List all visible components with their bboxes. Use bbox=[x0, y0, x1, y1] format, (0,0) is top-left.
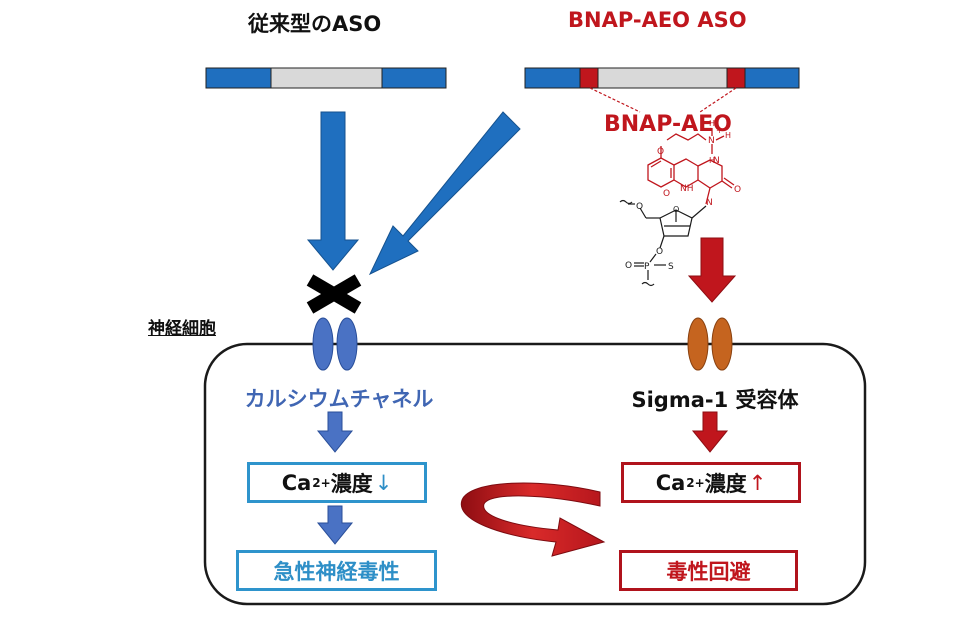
bnap-aeo-structure: O NH N N O O N + H H H O O O O P S bbox=[619, 119, 741, 287]
neuron-cell-body bbox=[203, 342, 867, 606]
block-x-mark bbox=[306, 274, 362, 314]
conventional-aso-strand bbox=[205, 67, 447, 89]
atom-ammonium-n: N bbox=[708, 136, 715, 146]
atom-h1: H bbox=[709, 119, 715, 128]
atom-o3prime: O bbox=[656, 247, 663, 257]
sigma1-receptor-icon bbox=[687, 317, 733, 371]
conventional-aso-title: 従来型のASO bbox=[248, 12, 382, 36]
atom-o-ring: O bbox=[663, 189, 670, 199]
bnap-callout-lines bbox=[589, 87, 737, 113]
atom-carbonyl-o: O bbox=[734, 185, 741, 195]
atom-s: S bbox=[668, 262, 674, 272]
ca-down-sup: 2+ bbox=[312, 475, 331, 490]
acute-neurotoxicity-box: 急性神経毒性 bbox=[236, 550, 437, 591]
atom-h2: H bbox=[725, 131, 731, 140]
up-arrow-icon: ↑ bbox=[748, 470, 767, 495]
sigma1-receptor-label: Sigma-1 受容体 bbox=[631, 388, 799, 412]
atom-sugar-o: O bbox=[673, 205, 679, 214]
blue-arrow-down bbox=[306, 111, 360, 271]
ca-up-sup: 2+ bbox=[686, 475, 705, 490]
atom-nh: NH bbox=[680, 184, 694, 194]
ca-up-text: Ca bbox=[655, 470, 686, 495]
atom-h3: H bbox=[709, 156, 715, 165]
bnap-aso-title: BNAP-AEO ASO bbox=[568, 8, 747, 32]
curved-red-arrow bbox=[460, 482, 606, 557]
toxicity-avoidance-box: 毒性回避 bbox=[619, 550, 798, 591]
neuron-label: 神経細胞 bbox=[148, 319, 216, 339]
blue-small-arrow-1 bbox=[316, 411, 354, 453]
blue-arrow-diagonal bbox=[368, 111, 521, 276]
atom-p: P bbox=[644, 262, 650, 272]
atom-ether-o: O bbox=[657, 147, 664, 157]
atom-o-double: O bbox=[625, 261, 632, 271]
ca-up-suffix: 濃度 bbox=[704, 471, 747, 496]
red-small-arrow bbox=[691, 411, 729, 453]
ca-down-suffix: 濃度 bbox=[330, 471, 373, 496]
atom-n-ring: N bbox=[706, 198, 713, 208]
bnap-aeo-label: BNAP-AEO bbox=[604, 112, 732, 137]
calcium-channel-icon bbox=[312, 317, 358, 371]
bnap-aso-strand bbox=[524, 67, 800, 89]
atom-n-ring-2: N bbox=[713, 156, 720, 166]
down-arrow-icon: ↓ bbox=[374, 470, 393, 495]
atom-o5prime: O bbox=[636, 202, 643, 212]
red-arrow-down bbox=[687, 237, 737, 303]
calcium-channel-label: カルシウムチャネル bbox=[244, 387, 434, 411]
ca-down-text: Ca bbox=[281, 470, 312, 495]
blue-small-arrow-2 bbox=[316, 505, 354, 545]
atom-plus: + bbox=[716, 126, 723, 135]
